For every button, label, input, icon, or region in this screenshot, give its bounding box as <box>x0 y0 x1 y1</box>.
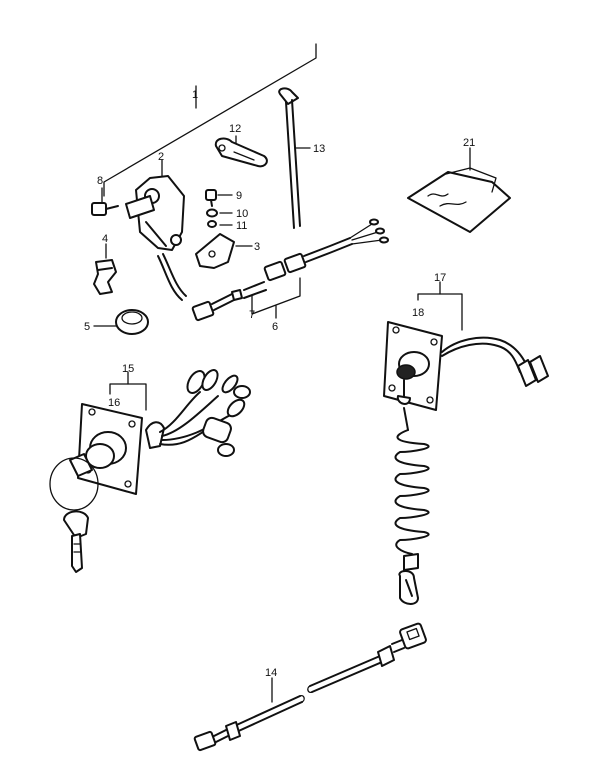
callout-6: 6 <box>272 321 278 333</box>
callout-4: 4 <box>102 233 108 245</box>
part-4-clip <box>93 243 117 295</box>
callout-8: 8 <box>97 175 103 187</box>
callout-labels: 1 2 3 4 5 6 7 8 9 10 11 12 13 14 15 16 1… <box>84 89 475 679</box>
callout-18: 18 <box>412 307 424 319</box>
part-8-bolt <box>91 187 119 216</box>
callout-1: 1 <box>192 89 198 101</box>
callout-12: 12 <box>229 123 241 135</box>
callout-15: 15 <box>122 363 134 375</box>
part-17-18-stop-switch <box>383 281 549 605</box>
callout-16: 16 <box>108 397 120 409</box>
part-14-extension-harness <box>193 622 427 752</box>
part-21-bag <box>407 147 511 233</box>
part-3-bracket-plate <box>195 233 253 269</box>
part-2-control-bracket <box>125 159 187 301</box>
callout-5: 5 <box>84 321 90 333</box>
callout-7: 7 <box>249 309 255 321</box>
callout-9: 9 <box>236 190 242 202</box>
callout-11: 11 <box>236 220 247 232</box>
assembly-1-bracket <box>103 43 317 197</box>
part-6-7-harness <box>191 218 389 322</box>
callout-10: 10 <box>236 208 248 220</box>
callout-13: 13 <box>313 143 325 155</box>
part-13-cable-tie <box>278 87 311 229</box>
callout-14: 14 <box>265 667 277 679</box>
callout-17: 17 <box>434 272 446 284</box>
callout-3: 3 <box>254 241 260 253</box>
part-12-link-plate <box>214 135 268 168</box>
callout-21: 21 <box>463 137 475 149</box>
part-5-grommet <box>93 309 149 335</box>
part-15-16-key-switch <box>49 369 251 573</box>
callout-2: 2 <box>158 151 164 163</box>
parts-9-10-11-fasteners <box>205 189 233 228</box>
